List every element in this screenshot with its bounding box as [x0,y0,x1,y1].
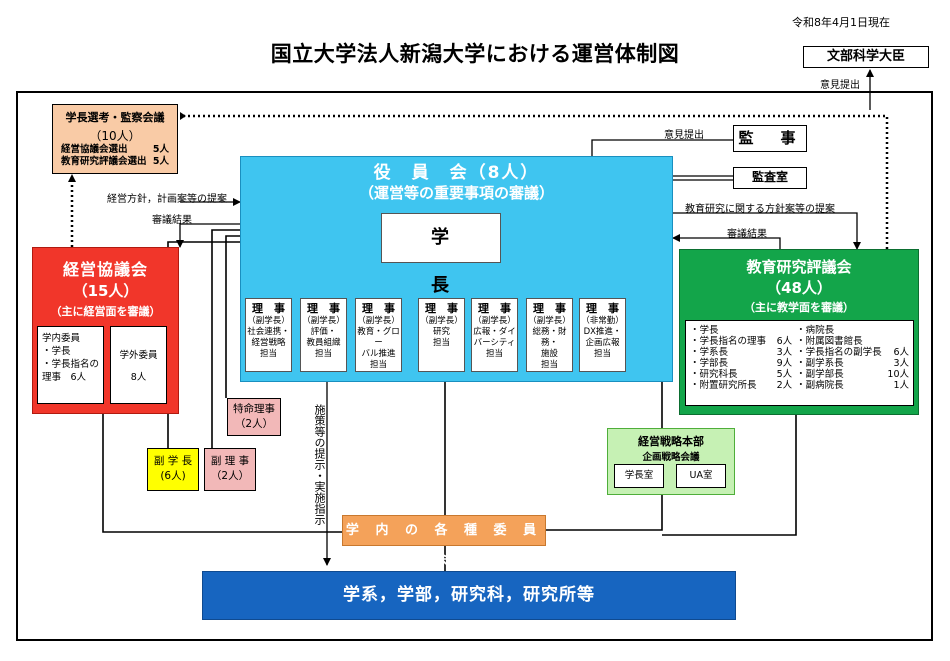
vice-trustee-box: 副 理 事 （2人） [204,448,256,491]
education-council-title: 教育研究評議会 [746,258,852,276]
internal-members-box: 学内委員 ・学長 ・学長指名の 理事 6人 [37,326,104,404]
minister-box: 文部科学大臣 [803,46,929,68]
edu-result-label: 審議結果 [727,229,767,240]
page-title: 国立大学法人新潟大学における運営体制図 [270,42,680,66]
president-office-box: 学長室 [614,464,664,488]
university-committees: 学 内 の 各 種 委 員 会 [342,515,546,567]
mgmt-proposal-label: 経営方針，計画案等の提案 [107,194,227,205]
management-council-count: （15人） [72,282,139,300]
presidential-selection-count: （10人） [89,129,141,143]
trustee-box: 理 事（副学長）広報・ダイバーシティ担当 [471,298,518,372]
president-box: 学 長 [381,213,501,296]
management-council-title: 経営協議会 [62,260,148,279]
external-members-box: 学外委員 8人 [110,326,167,404]
education-council-subtitle: （主に教学面を審議） [744,301,854,314]
opinion-label-auditor: 意見提出 [664,130,704,141]
selection-row: 教育研究評議会選出 5人 [61,156,169,167]
auditor-box: 監 事 [733,125,807,152]
trustee-box: 理 事（副学長）教育・グローバル推進担当 [355,298,402,372]
mgmt-result-label: 審議結果 [152,215,192,226]
member-row: ・学長 [690,325,719,336]
trustee-box: 理 事（副学長）評価・教員組織担当 [300,298,347,372]
ua-office-box: UA室 [676,464,726,488]
board-subtitle: （運営等の重要事項の審議） [358,184,554,202]
education-council-count: （48人） [766,279,832,297]
presidential-selection-box: 学長選考・監察会議 （10人） 経営協議会選出 5人 教育研究評議会選出 5人 [52,104,178,174]
management-council-subtitle: （主に経営面を審議） [50,305,161,318]
trustee-box: 理 事（非常勤）DX推進・企画広報担当 [579,298,626,372]
policy-instruction-label: 施策等の提示・実施指示 [313,404,326,525]
member-row: ・附属図書館長 [796,336,863,347]
selection-row: 経営協議会選出 5人 [61,144,169,155]
trustee-box: 理 事（副学長）社会連携・経営戦略担当 [245,298,292,372]
trustee-box: 理 事（副学長）研究担当 [418,298,465,372]
as-of-date: 令和8年4月1日現在 [792,16,890,29]
opinion-label-minister: 意見提出 [820,80,860,91]
presidential-selection-title: 学長選考・監察会議 [65,111,165,124]
audit-office-box: 監査室 [733,167,807,189]
strategy-subtitle: 企画戦略会議 [642,452,700,463]
special-trustee-box: 特命理事 （2人） [227,398,281,436]
edu-proposal-label: 教育研究に関する方針案等の提案 [685,204,835,215]
trustee-box: 理 事（副学長）総務・財務・施設担当 [526,298,573,372]
board-title: 役 員 会（8人） [373,163,540,183]
vice-president-box: 副 学 長 (6人) [147,448,199,491]
member-row: ・病院長 [796,325,835,336]
strategy-title: 経営戦略本部 [638,435,704,448]
faculties-box: 学系，学部，研究科，研究所等 [202,571,736,620]
